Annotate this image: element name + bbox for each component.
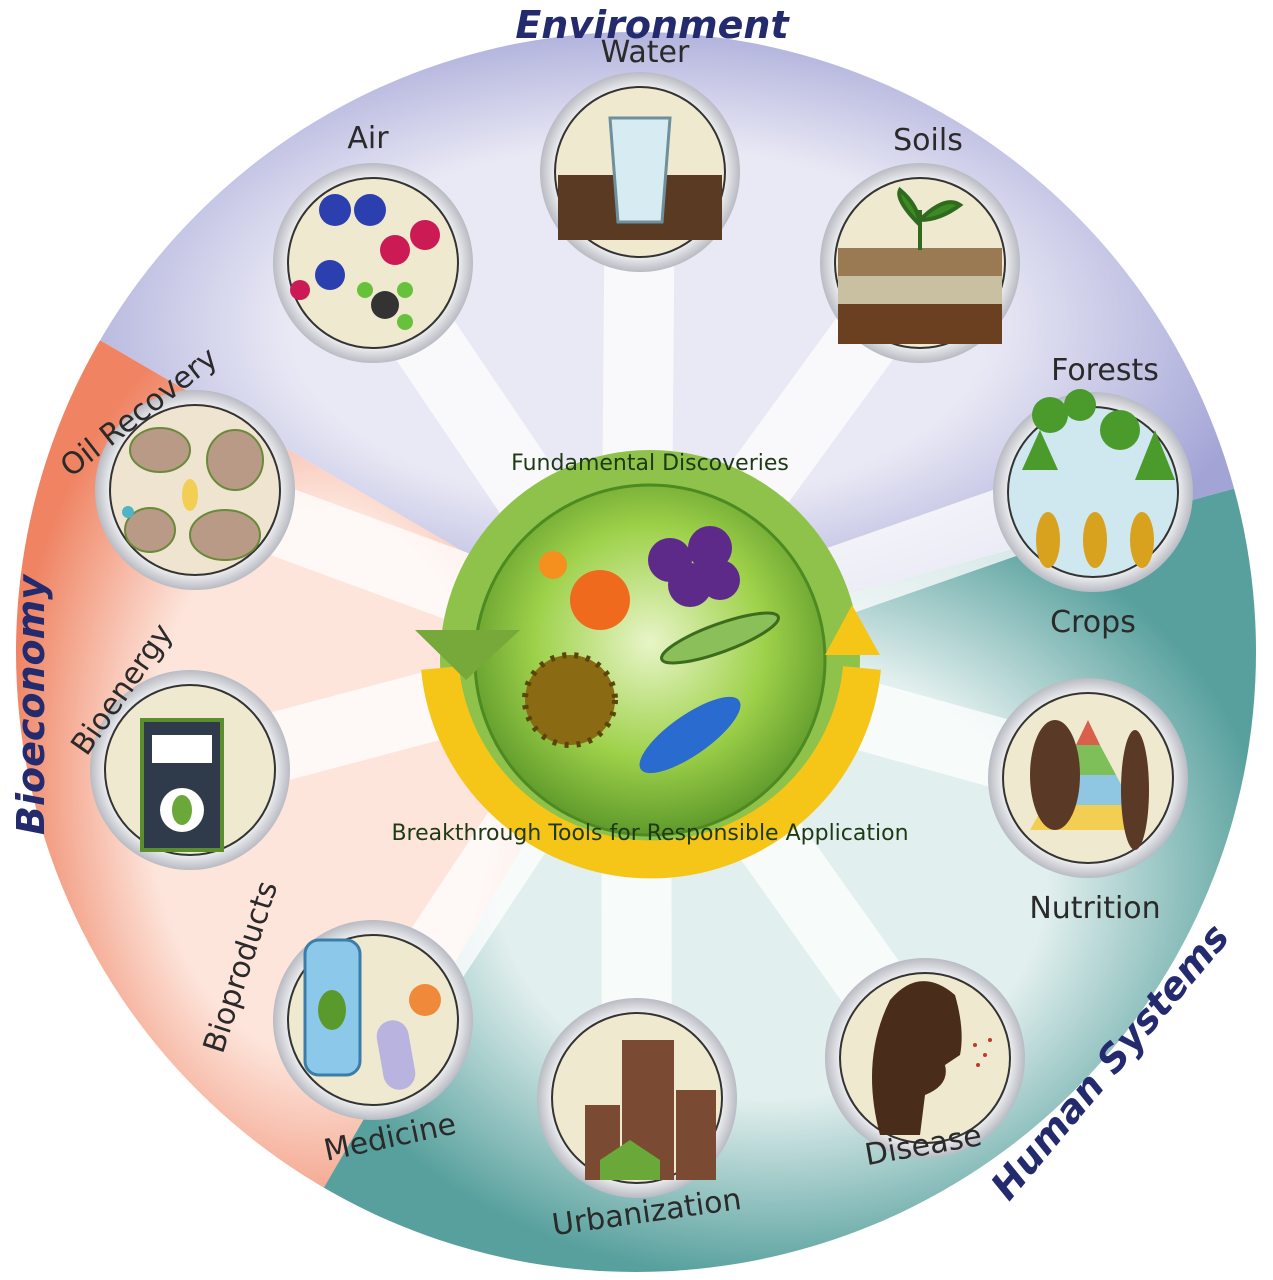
node-water: Water <box>540 35 740 272</box>
green-arrowhead <box>415 630 520 680</box>
seedling-icon <box>897 186 964 250</box>
house-icon <box>600 1140 660 1180</box>
rock-pores-icon <box>124 427 264 561</box>
node-soils: Soils <box>820 123 1020 363</box>
sneezing-head-icon <box>872 981 962 1135</box>
node-oil-recovery: Oil Recovery <box>54 341 295 590</box>
water-glass-icon <box>608 116 672 224</box>
virus-icon <box>522 652 618 748</box>
center-hub: Fundamental Discoveries Breakthrough Too… <box>391 450 909 879</box>
pill-tablet-icon <box>409 984 441 1016</box>
human-figure-small-icon <box>1121 730 1149 850</box>
green-protist-icon <box>660 611 780 665</box>
node-soils-label: Soils <box>893 123 963 158</box>
node-nutrition-label: Nutrition <box>1029 891 1160 926</box>
molecules-icon <box>290 194 440 330</box>
drop-icon <box>318 990 346 1030</box>
human-figure-large-icon <box>1030 720 1080 830</box>
node-air-label: Air <box>347 121 389 156</box>
wheat-icon <box>1036 512 1154 568</box>
bacteria-dot-icon <box>122 506 134 518</box>
orange-microbe-icon <box>570 570 630 630</box>
purple-cocci-icon <box>648 526 740 607</box>
environment-title: Environment <box>515 3 790 47</box>
node-nutrition: Nutrition <box>988 678 1188 926</box>
oil-droplet-icon <box>182 479 198 511</box>
node-forests-crops: Forests Crops <box>993 353 1193 640</box>
center-top-text: Fundamental Discoveries <box>511 451 789 476</box>
node-water-label: Water <box>601 35 690 70</box>
bioeconomy-title: Bioeconomy <box>9 573 53 835</box>
droplets-icon <box>973 1038 992 1067</box>
yellow-arrow-ring <box>421 666 881 879</box>
yellow-arrowhead <box>825 605 880 655</box>
node-forests-label: Forests <box>1051 353 1159 388</box>
node-urbanization: Urbanization <box>537 998 744 1243</box>
trees-icon <box>1022 389 1175 480</box>
node-crops-label: Crops <box>1050 605 1136 640</box>
center-bottom-text: Breakthrough Tools for Responsible Appli… <box>391 821 908 846</box>
orange-microbe-head-icon <box>539 551 567 579</box>
pill-capsule-icon <box>376 1020 416 1090</box>
blue-bacillus-icon <box>639 696 741 774</box>
node-air: Air <box>273 121 473 363</box>
